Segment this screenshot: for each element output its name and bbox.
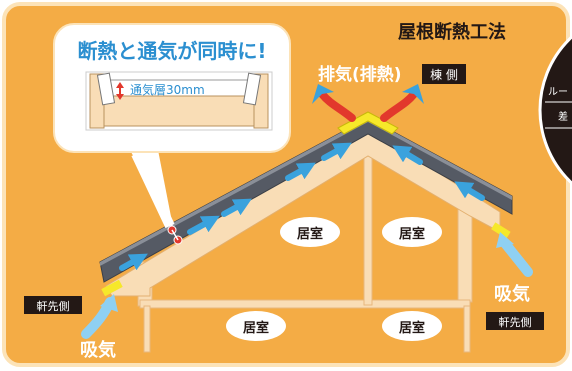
callout-connector (130, 150, 183, 245)
eave-tag-left-bg (24, 296, 82, 314)
diagram-title: 屋根断熱工法 (398, 21, 506, 43)
callout-layer-label: 通気層30mm (130, 82, 205, 97)
airflow-arrows (119, 142, 485, 271)
intake-arrow-left (81, 294, 118, 339)
room-badge (280, 217, 340, 247)
room-label: 居室 (399, 226, 425, 242)
exhaust-label: 排気(排熱) (318, 64, 402, 85)
room-label: 居室 (243, 320, 269, 336)
ridge-tag: 棟 側 (430, 67, 458, 82)
side-panel: ルー 差 (538, 34, 572, 186)
gap-arrow-icon (116, 82, 124, 100)
room-badge (382, 311, 442, 341)
callout-bubble: 断熱と通気が同時に! 通気層30mm (53, 23, 291, 153)
house-legs (143, 305, 471, 353)
side-panel-line2: 差 (558, 110, 568, 123)
layer-illustration (85, 71, 273, 131)
ridge-vent (337, 111, 399, 135)
side-panel-line1: ルー (548, 87, 568, 98)
room-labels: 居室 居室 居室 居室 (226, 217, 442, 341)
intake-right-label: 吸気 (494, 283, 530, 305)
room-label: 居室 (297, 226, 323, 242)
callout-headline: 断熱と通気が同時に! (77, 39, 266, 63)
exhaust-arrows (312, 84, 424, 122)
eave-vent-right (491, 222, 511, 239)
eave-tag-left: 軒先側 (37, 300, 70, 313)
intake-arrow-right (496, 232, 533, 277)
ridge-tag-bg (422, 64, 466, 84)
eave-tag-right-bg (486, 312, 544, 330)
room-badge (382, 217, 442, 247)
room-badge (226, 311, 286, 341)
eave-tag-right: 軒先側 (499, 316, 532, 329)
room-label: 居室 (399, 320, 425, 336)
eave-vent-left (101, 279, 123, 297)
intake-left-label: 吸気 (80, 339, 116, 361)
